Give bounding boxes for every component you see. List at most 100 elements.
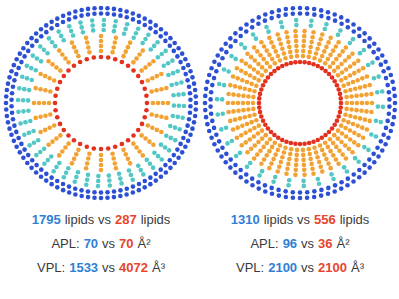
lipid-bead <box>315 46 320 51</box>
lipid-bead <box>67 17 72 22</box>
lipid-bead <box>136 26 141 31</box>
lipid-bead <box>34 153 39 158</box>
lipid-bead <box>247 114 252 119</box>
lipid-bead <box>72 179 77 184</box>
lipid-bead <box>343 89 348 94</box>
lipid-bead <box>212 126 217 131</box>
metric-name: APL: <box>51 236 79 251</box>
lipid-bead <box>302 163 307 168</box>
lipid-bead <box>328 149 333 154</box>
apl-value: 36 <box>318 236 332 251</box>
lipid-bead <box>12 139 17 144</box>
lipid-bead <box>140 48 145 53</box>
lipid-bead <box>363 84 368 89</box>
lipid-bead <box>265 141 270 146</box>
lipid-bead <box>298 11 303 16</box>
lipid-bead <box>225 141 230 146</box>
lipid-bead <box>10 91 15 96</box>
lipid-bead <box>352 131 357 136</box>
lipid-bead <box>293 173 298 178</box>
lipid-bead <box>326 191 331 196</box>
lipid-bead <box>338 96 343 101</box>
lipid-bead <box>122 31 127 36</box>
lipid-bead <box>183 57 188 62</box>
lipid-bead <box>16 98 21 103</box>
lipid-bead <box>392 108 397 113</box>
lipid-bead <box>343 76 348 81</box>
lipid-bead <box>78 20 83 25</box>
lipid-bead <box>294 49 299 54</box>
lipid-bead <box>118 8 123 13</box>
lipid-bead <box>159 157 164 162</box>
lipid-bead <box>341 118 346 123</box>
lipid-bead <box>243 131 248 136</box>
lipid-bead <box>163 145 168 150</box>
lipid-bead <box>348 64 353 69</box>
lipid-bead <box>12 78 17 83</box>
lipid-bead <box>99 39 104 44</box>
lipid-bead <box>301 158 306 163</box>
lipid-bead <box>43 74 48 79</box>
lipid-bead <box>21 109 26 114</box>
lipid-bead <box>130 177 135 182</box>
lipid-bead <box>101 28 106 33</box>
lipid-bead <box>61 182 66 187</box>
lipid-bead <box>298 190 303 195</box>
compare-text: vs <box>301 260 314 275</box>
lipid-bead <box>164 116 169 121</box>
lipid-bead <box>124 186 129 191</box>
lipid-bead <box>4 101 9 106</box>
lipid-bead <box>365 74 370 79</box>
lipid-bead <box>28 119 33 124</box>
lipid-bead <box>16 66 21 71</box>
lipid-bead <box>376 154 381 159</box>
lipid-bead <box>340 70 345 75</box>
lipid-bead <box>126 45 131 50</box>
lipid-bead <box>9 97 14 102</box>
lipid-bead <box>338 105 343 110</box>
lipid-bead <box>186 63 191 68</box>
lipid-bead <box>67 11 72 16</box>
lipid-bead <box>263 12 268 17</box>
lipid-bead <box>9 133 14 138</box>
lipid-bead <box>329 172 334 177</box>
lipid-bead <box>99 163 104 168</box>
lipid-bead <box>148 182 153 187</box>
lipid-bead <box>76 170 81 175</box>
lipid-bead <box>246 107 251 112</box>
lipid-bead <box>142 86 147 91</box>
lipid-bead <box>276 66 281 71</box>
lipid-bead <box>145 158 150 163</box>
lipid-bead <box>153 172 158 177</box>
lipid-bead <box>164 31 169 36</box>
lipid-bead <box>161 63 166 68</box>
lipid-bead <box>85 161 90 166</box>
lipid-bead <box>39 34 44 39</box>
lipid-bead <box>360 125 365 130</box>
lipid-bead <box>287 178 292 183</box>
lipid-bead <box>239 42 244 47</box>
lipid-bead <box>226 101 231 106</box>
lipid-bead <box>51 169 56 174</box>
lipid-bead <box>32 101 37 106</box>
stat-line: 1795lipids vs287lipids <box>30 212 173 227</box>
lipid-bead <box>257 123 262 128</box>
lipid-bead <box>72 138 77 143</box>
lipid-bead <box>118 13 123 18</box>
lipid-bead <box>34 39 39 44</box>
lipid-bead <box>194 101 199 106</box>
lipid-bead <box>143 37 148 42</box>
lipid-bead <box>18 150 23 155</box>
lipid-bead <box>264 25 269 30</box>
lipid-bead <box>106 146 111 151</box>
lipid-bead <box>289 61 294 66</box>
lipid-bead <box>336 33 341 38</box>
lipid-bead <box>110 50 115 55</box>
lipid-bead <box>301 44 306 49</box>
lipid-bead <box>217 139 222 144</box>
lipid-bead <box>346 82 351 87</box>
lipid-bead <box>326 16 331 21</box>
lipid-bead <box>58 122 63 127</box>
lipid-bead <box>270 10 275 15</box>
